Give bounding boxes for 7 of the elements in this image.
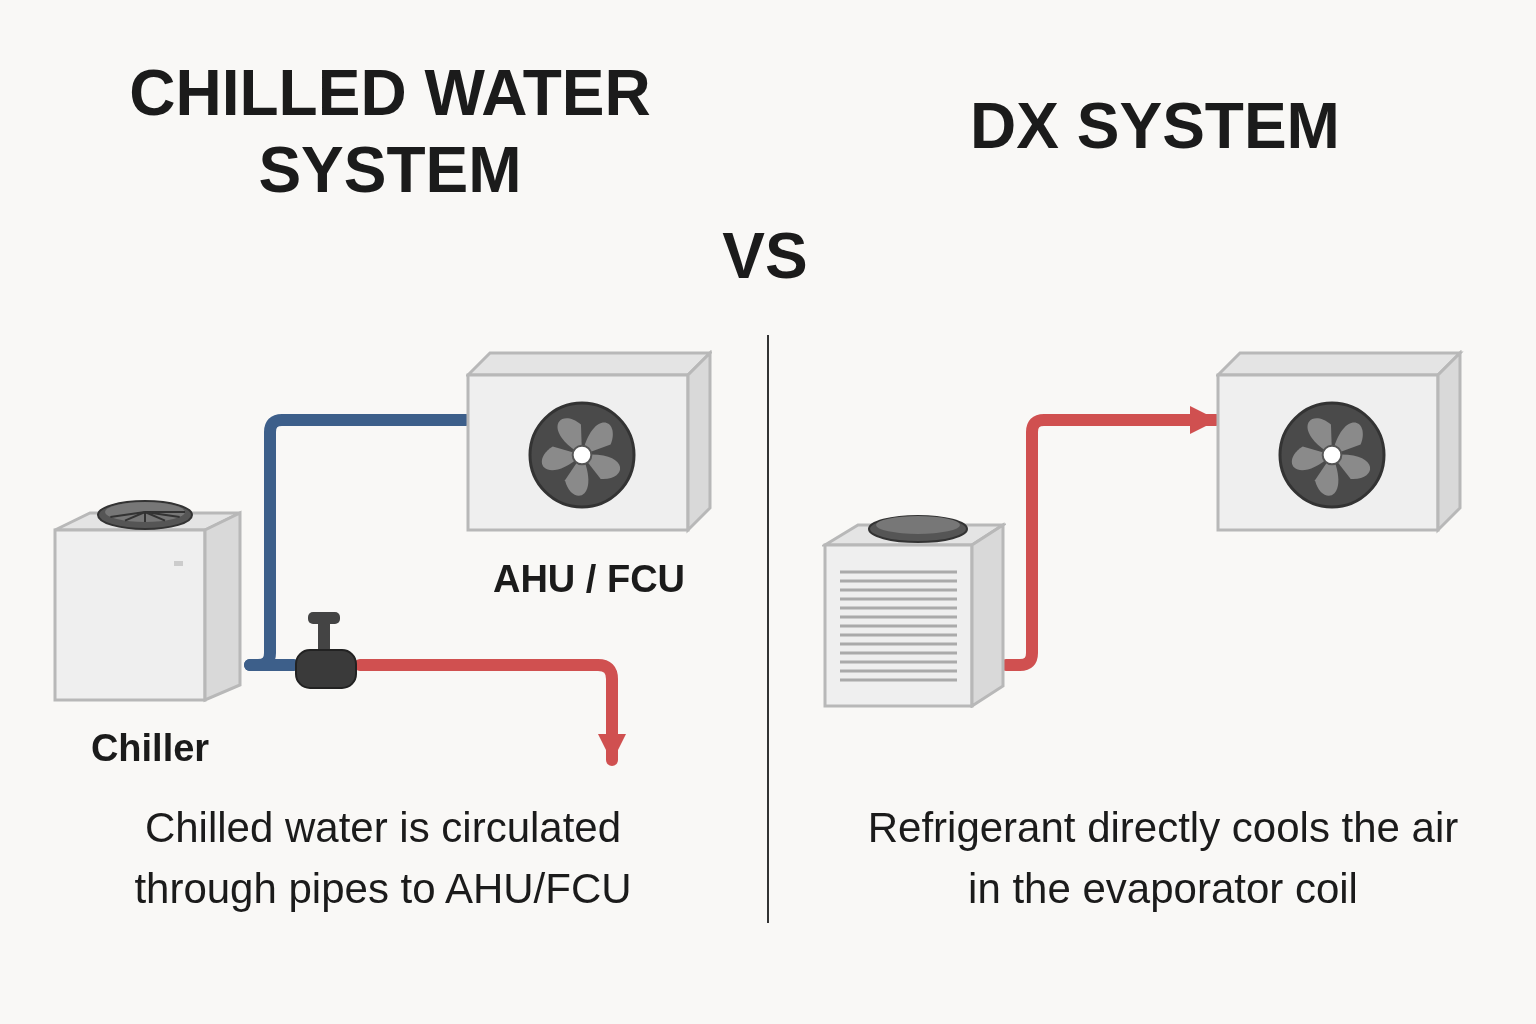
unit-label: AHU / FCU [491,558,687,601]
heading: CHILLED WATER SYSTEM [128,56,652,208]
unit-label: Chiller [89,727,211,770]
caption: Refrigerant directly cools the air in the evaporator coil [866,803,1460,914]
heading: VS [721,219,809,294]
caption: Chilled water is circulated through pipes to AHU/FCU [133,803,633,914]
heading: DX SYSTEM [969,89,1341,164]
